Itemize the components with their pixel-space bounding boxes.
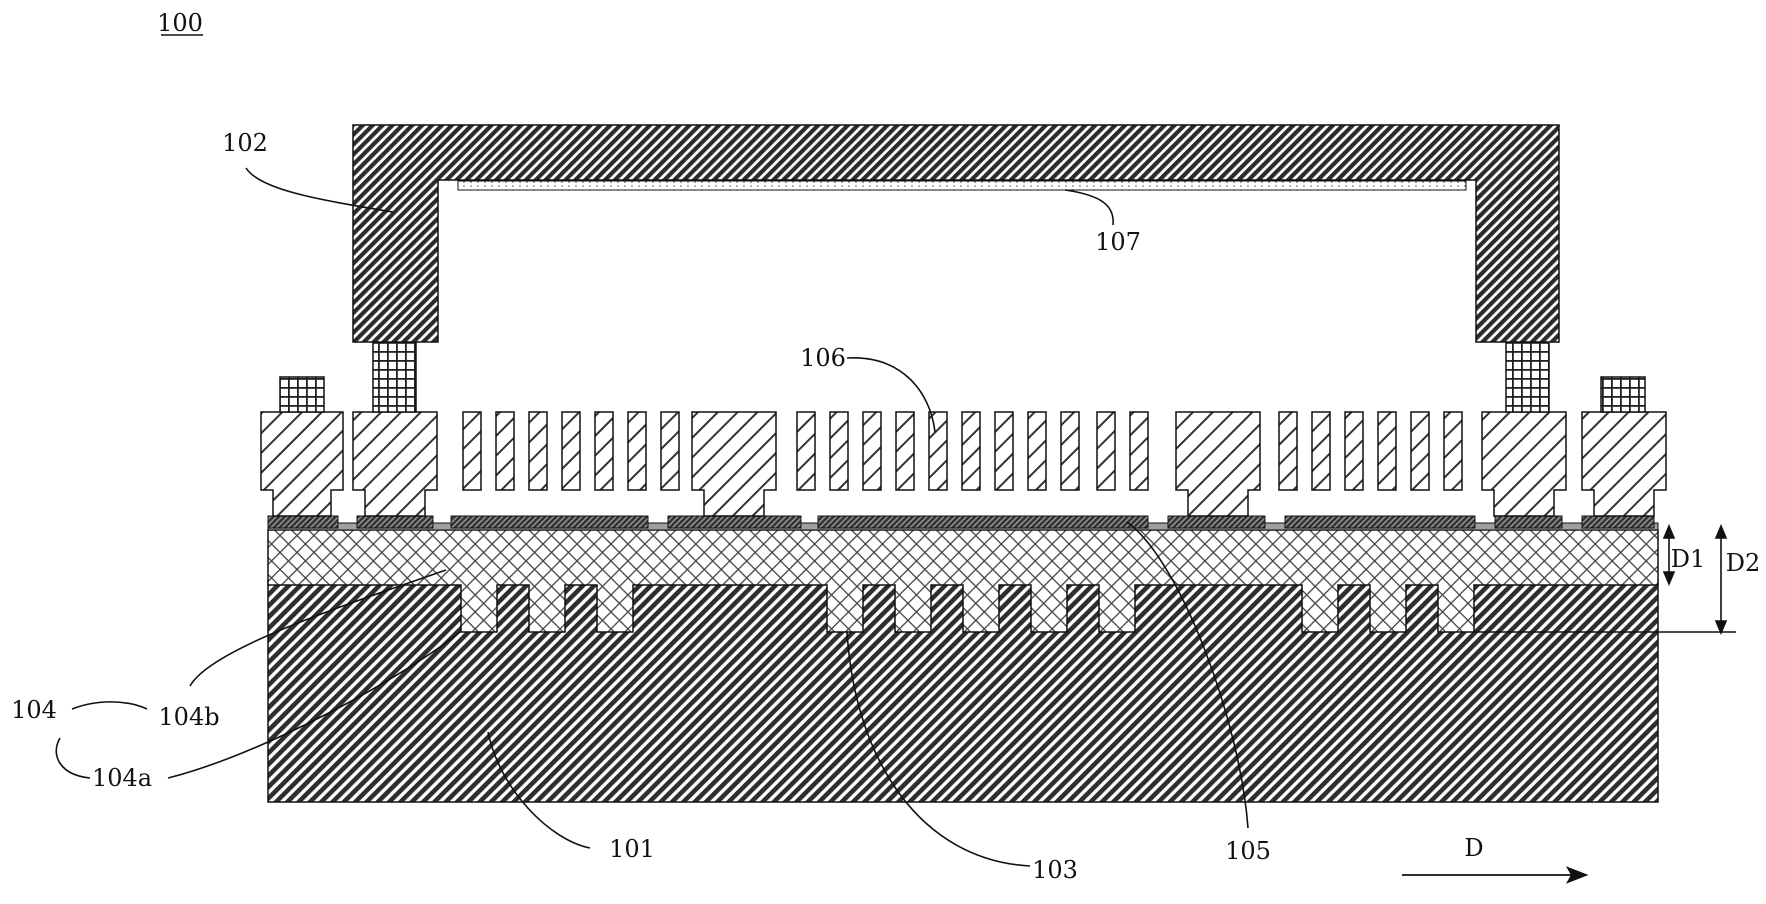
finger (994, 411, 1014, 491)
label-d1: D1 (1671, 545, 1706, 573)
finger (1129, 411, 1149, 491)
anchor (260, 411, 344, 517)
cap-102 (352, 124, 1560, 343)
finger (862, 411, 882, 491)
pillar-right-cap (1505, 341, 1550, 413)
finger (1443, 411, 1463, 491)
finger (796, 411, 816, 491)
label-direction: D (1464, 834, 1483, 862)
pad (1284, 515, 1476, 529)
finger (1278, 411, 1298, 491)
pad (267, 515, 339, 529)
finger (961, 411, 981, 491)
d2-arrow-bottom (1714, 620, 1728, 636)
labels: 102 107 106 D1 D2 104 104b 104a 101 103 … (11, 129, 1760, 884)
pillar-left-outer (279, 376, 325, 413)
finger (561, 411, 581, 491)
brace-104-top (71, 701, 148, 710)
label-107: 107 (1095, 228, 1141, 256)
d1-arrow-bottom (1662, 571, 1676, 587)
label-104: 104 (11, 696, 57, 724)
finger (1377, 411, 1397, 491)
label-102: 102 (222, 129, 268, 157)
leader-104b (189, 569, 447, 687)
finger (462, 411, 482, 491)
finger (1344, 411, 1364, 491)
pillar-right-outer (1600, 376, 1646, 413)
anchor (691, 411, 777, 517)
d2-arrow-top (1714, 523, 1728, 539)
leader-102 (245, 167, 394, 213)
label-104b: 104b (158, 703, 219, 731)
finger (495, 411, 515, 491)
label-104a: 104a (92, 764, 152, 792)
leader-103 (846, 631, 1031, 867)
direction-head (1565, 866, 1589, 884)
leader-106 (846, 357, 936, 433)
grid-pillars (279, 341, 1646, 413)
d1-arrow-top (1662, 523, 1676, 539)
label-105: 105 (1225, 837, 1271, 865)
finger (660, 411, 680, 491)
direction-arrow (1402, 866, 1589, 884)
pad (667, 515, 802, 529)
pad (450, 515, 649, 529)
finger (594, 411, 614, 491)
layer-104 (267, 529, 1659, 633)
leader-105 (1126, 521, 1249, 829)
leader-lines (55, 167, 1249, 867)
brace-104-bottom (55, 737, 91, 779)
finger (528, 411, 548, 491)
label-106: 106 (800, 344, 846, 372)
finger (1060, 411, 1080, 491)
anchor (1175, 411, 1261, 517)
electrode-pads-105 (267, 515, 1655, 529)
leader-104a (167, 631, 461, 779)
layer-107 (457, 180, 1467, 191)
anchor (352, 411, 438, 517)
finger (627, 411, 647, 491)
finger (895, 411, 915, 491)
finger (1311, 411, 1331, 491)
anchor (1581, 411, 1667, 517)
finger (1410, 411, 1430, 491)
label-101: 101 (609, 835, 655, 863)
leader-107 (1064, 189, 1114, 226)
dimension-markers (1474, 523, 1736, 636)
finger (1096, 411, 1116, 491)
anchors (260, 411, 1667, 517)
label-d2: D2 (1726, 549, 1761, 577)
pad (1494, 515, 1563, 529)
comb-fingers-106 (462, 411, 1463, 491)
leader-101 (487, 731, 591, 849)
pad (1581, 515, 1655, 529)
pillar-left-cap (372, 341, 417, 413)
figure-number: 100 (157, 9, 203, 37)
pad (356, 515, 434, 529)
pad (1167, 515, 1266, 529)
anchor (1481, 411, 1567, 517)
finger (928, 411, 948, 491)
finger (1027, 411, 1047, 491)
label-103: 103 (1032, 856, 1078, 884)
pad (817, 515, 1149, 529)
finger (829, 411, 849, 491)
